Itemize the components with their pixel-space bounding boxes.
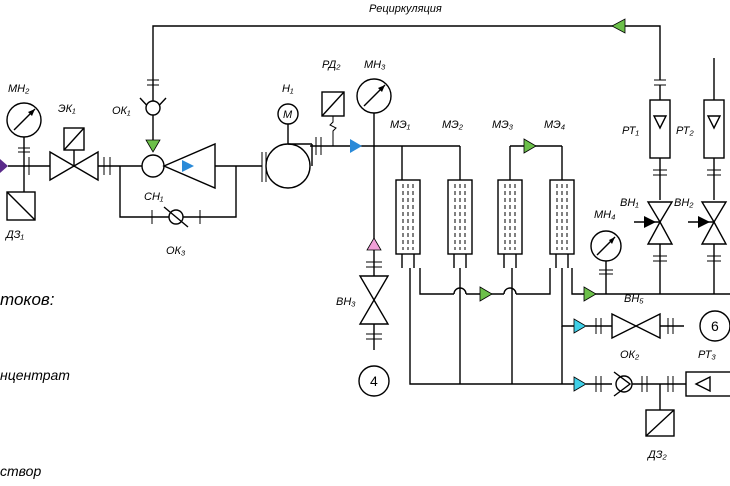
me2-label: МЭ₂: [442, 119, 464, 131]
node-4-label: 4: [370, 373, 378, 389]
pump-n1: М Н₁: [261, 83, 313, 189]
valve-vn2: ВН₂: [674, 197, 728, 294]
rt2-label: РТ₂: [676, 125, 694, 137]
flow-arrow-ok2: [573, 318, 587, 334]
valve-ok2-line: ОК₂: [573, 312, 684, 361]
valve-ek1: ЭК₁: [49, 103, 99, 182]
node-6: 6: [699, 310, 730, 342]
pressure-regulator-rd2: РД₂: [321, 59, 345, 146]
mn2-label: МН₂: [8, 83, 30, 95]
ejector-sn1: СН₁ ОК₃: [119, 142, 262, 257]
membrane-module-me1: МЭ₁: [390, 119, 461, 255]
membrane-module-me3: МЭ₃: [492, 119, 563, 255]
vn1-label: ВН₁: [620, 197, 639, 209]
legend: токов: нцентрат створ: [0, 290, 70, 479]
dz2-label: ДЗ₂: [646, 449, 667, 461]
flow-arrow-recirculation: [611, 18, 626, 34]
mn4-label: МН₄: [594, 209, 616, 221]
me3-label: МЭ₃: [492, 119, 514, 131]
membrane-module-me2: МЭ₂: [442, 119, 473, 255]
membrane-module-me4: МЭ₄: [544, 119, 575, 255]
legend-item-concentrate: нцентрат: [0, 367, 70, 383]
inlet-section: МН₂ ДЗ₁ ЭК₁: [0, 83, 142, 241]
flow-arrow-pump-out: [350, 139, 362, 153]
me4-label: МЭ₄: [544, 119, 565, 131]
vn3-label: ВН₃: [336, 296, 356, 308]
pressure-gauge-mn3: МН₃: [356, 59, 392, 146]
ok2-label: ОК₂: [620, 349, 640, 361]
flow-arrow-inlet: [0, 159, 8, 173]
check-valve-ok1: ОК₁: [112, 79, 167, 153]
node-4: 4: [358, 365, 390, 397]
flow-arrow-ok1: [145, 139, 161, 153]
drain-valve-vn3: ВН₃: [336, 146, 390, 350]
sn1-label: СН₁: [144, 191, 164, 203]
me1-label: МЭ₁: [390, 119, 411, 131]
recirculation-line: Рециркуляция: [152, 3, 661, 112]
ok3-label: ОК₃: [166, 245, 186, 257]
vn5-label: ВН₅: [624, 293, 644, 305]
n1-label: Н₁: [282, 83, 294, 95]
rd2-label: РД₂: [322, 59, 341, 71]
mn3-label: МН₃: [364, 59, 386, 71]
recirculation-label: Рециркуляция: [369, 3, 442, 15]
rotameter-rt1: РТ₁: [622, 79, 671, 200]
flow-arrow-me3: [523, 138, 537, 154]
ek1-label: ЭК₁: [58, 103, 76, 115]
dz1-label: ДЗ₁: [4, 229, 24, 241]
vn2-label: ВН₂: [674, 197, 694, 209]
node-6-label: 6: [711, 318, 719, 334]
rt1-label: РТ₁: [622, 125, 639, 137]
rt3-label: РТ₃: [698, 349, 716, 361]
pressure-gauge-mn4: МН₄ ВН₅: [590, 209, 644, 305]
flow-arrow-permeate: [573, 376, 587, 392]
legend-title: токов:: [0, 290, 55, 309]
flow-arrow-vn5: [583, 286, 597, 302]
legend-item-solution: створ: [0, 463, 41, 479]
sensor-dz1: ДЗ₁: [4, 166, 36, 241]
motor-label: М: [283, 109, 293, 121]
ok1-label: ОК₁: [112, 105, 131, 117]
flow-arrow-concentrate: [479, 286, 493, 302]
valve-vn1: ВН₁: [620, 197, 674, 294]
pressure-gauge-mn2: МН₂: [6, 83, 42, 166]
rotameter-rt2: РТ₂: [676, 58, 725, 200]
module-piping: [401, 254, 730, 385]
permeate-outlet: ДЗ₂ РТ₃: [573, 349, 730, 461]
